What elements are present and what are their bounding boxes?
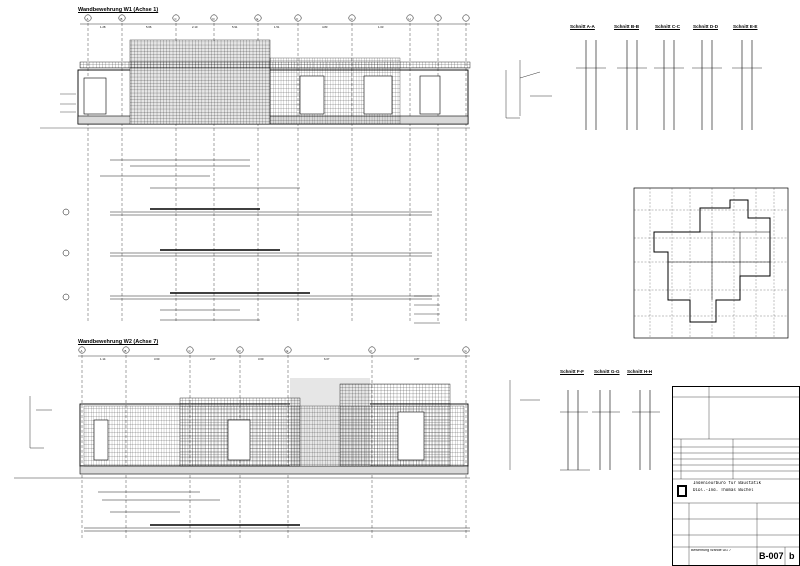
axis-label: G: [464, 348, 467, 353]
dimension-label: 1.28: [100, 25, 106, 29]
revision-letter: b: [789, 551, 795, 561]
section-title: Schnitt C-C: [655, 24, 681, 29]
dimension-label: 2.07: [210, 357, 216, 361]
dimension-label: 1.03: [378, 25, 384, 29]
dimension-label: 5.91: [232, 25, 238, 29]
axis-label: G: [350, 16, 353, 21]
dimension-label: 3.60: [258, 357, 264, 361]
axis-label: B: [120, 16, 123, 21]
axis-label: E: [286, 348, 289, 353]
firm-name-line2: Dipl.-Ing. Thomas Buchel: [693, 488, 754, 492]
section-title: Schnitt D-D: [693, 24, 719, 29]
dimension-label: 5.66: [146, 25, 152, 29]
drawing-number: B-007: [759, 551, 784, 561]
section-title: Schnitt G-G: [594, 369, 620, 374]
axis-label: A: [80, 348, 83, 353]
axis-label: B: [124, 348, 127, 353]
section-title: Schnitt F-F: [560, 369, 584, 374]
dimension-label: 4.83: [322, 25, 328, 29]
section-title: Schnitt B-B: [614, 24, 640, 29]
axis-label: C: [174, 16, 177, 21]
axis-label: A: [86, 16, 89, 21]
dimension-label: 6.07: [324, 357, 330, 361]
axis-label: E: [256, 16, 259, 21]
sheet-title: Bewehrung Wände UG 7: [691, 549, 731, 552]
section-title: Schnitt H-H: [627, 369, 653, 374]
axis-label: C: [188, 348, 191, 353]
section-title: Schnitt A-A: [570, 24, 595, 29]
title-block: Ingenieurbüro für Baustatik Dipl.-Ing. T…: [672, 386, 800, 566]
axis-label: F: [296, 16, 299, 21]
section-title: Schnitt E-E: [733, 24, 758, 29]
dimension-label: 2.10: [192, 25, 198, 29]
dimension-label: 1.51: [274, 25, 280, 29]
axis-label: H: [408, 16, 411, 21]
drawing-w1-title: Wandbewehrung W1 (Achse 1): [78, 7, 159, 13]
axis-label: D: [212, 16, 215, 21]
firm-name-line1: Ingenieurbüro für Baustatik: [693, 481, 762, 485]
dimension-label: 1.14: [100, 357, 106, 361]
axis-label: F: [370, 348, 373, 353]
dimension-label: 3.60: [154, 357, 160, 361]
dimension-label: 3.87: [414, 357, 420, 361]
drawing-w2-title: Wandbewehrung W2 (Achse 7): [78, 339, 159, 345]
title-block-grid: [673, 387, 799, 565]
axis-label: D: [238, 348, 241, 353]
